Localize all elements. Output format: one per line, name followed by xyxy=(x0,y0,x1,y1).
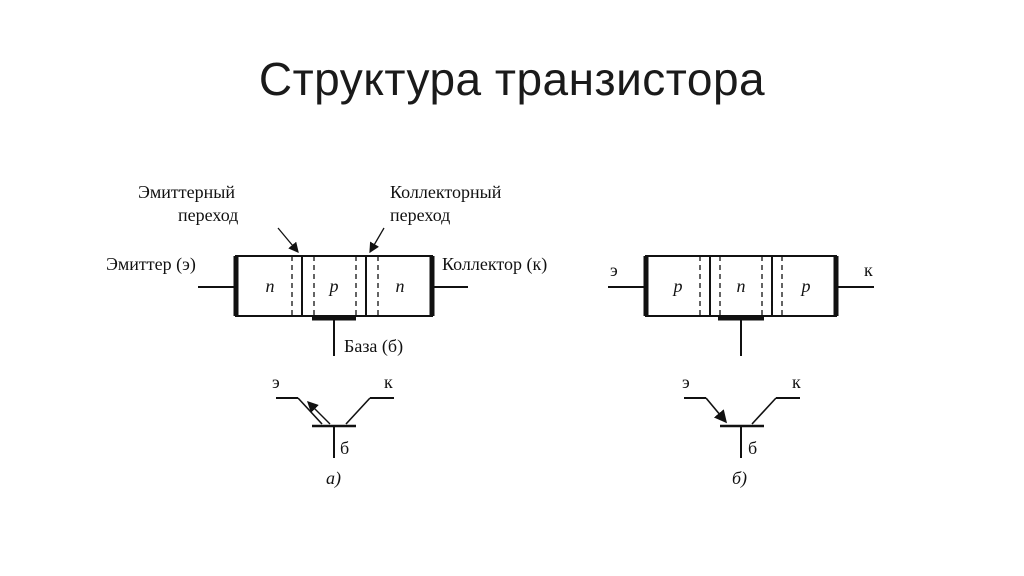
pnp-e-label: э xyxy=(610,260,618,280)
base-label: База (б) xyxy=(344,336,403,357)
npn-region-left: n xyxy=(266,276,275,296)
collector-junction-label-1: Коллекторный xyxy=(390,182,502,202)
npn-caption: а) xyxy=(326,468,341,489)
npn-region-mid: p xyxy=(328,276,339,296)
pnp-k-label: к xyxy=(864,260,873,280)
emitter-junction-label-1: Эмиттерный xyxy=(138,182,235,202)
pnp-symbol: э к б б) xyxy=(682,372,801,489)
pnp-sym-b: б xyxy=(748,438,757,458)
pnp-region-left: p xyxy=(672,276,683,296)
emitter-label: Эмиттер (э) xyxy=(106,254,196,275)
pnp-sym-k: к xyxy=(792,372,801,392)
pnp-region-right: p xyxy=(800,276,811,296)
npn-structure: n p n Эмиттерный переход Коллекторный пе… xyxy=(106,182,547,357)
npn-symbol: э к б а) xyxy=(272,372,394,489)
collector-label: Коллектор (к) xyxy=(442,254,547,275)
pnp-sym-e: э xyxy=(682,372,690,392)
npn-region-right: n xyxy=(396,276,405,296)
pnp-region-mid: n xyxy=(737,276,746,296)
npn-sym-k: к xyxy=(384,372,393,392)
emitter-junction-label-2: переход xyxy=(178,205,238,225)
npn-sym-e: э xyxy=(272,372,280,392)
npn-sym-b: б xyxy=(340,438,349,458)
collector-junction-label-2: переход xyxy=(390,205,450,225)
pnp-structure: p n p э к xyxy=(608,255,874,356)
pnp-caption: б) xyxy=(732,468,747,489)
slide-title: Структура транзистора xyxy=(258,53,766,105)
